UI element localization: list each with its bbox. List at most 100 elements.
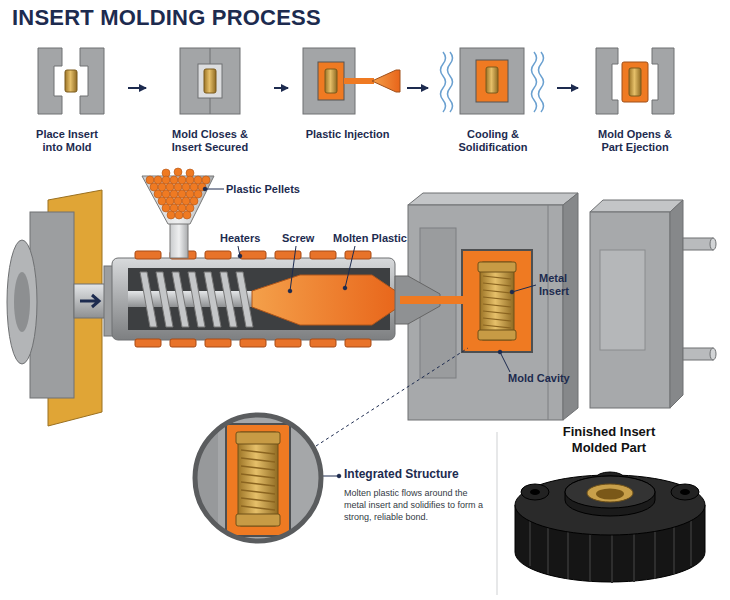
step-icon-eject xyxy=(596,48,674,114)
part-boss xyxy=(565,476,655,516)
molded-part xyxy=(622,62,648,102)
mold-half xyxy=(652,48,674,114)
plastic-pellets xyxy=(190,197,198,205)
step-caption: Plastic Injection xyxy=(290,128,405,141)
mold-top xyxy=(590,200,683,212)
part-ribs xyxy=(611,534,613,583)
guide-pin xyxy=(683,238,713,250)
part-ribs xyxy=(633,533,635,582)
part-ribs xyxy=(673,526,675,574)
leader-lines xyxy=(322,476,339,477)
heater-bands xyxy=(345,251,371,259)
leader-lines xyxy=(510,290,514,294)
heater-bands xyxy=(135,251,371,347)
cooling-wave xyxy=(532,52,537,112)
heater-bands xyxy=(240,251,266,259)
part-label: Mold Cavity xyxy=(508,372,588,385)
part-insert xyxy=(587,484,633,502)
zoom-threads xyxy=(241,490,275,494)
step-icon-cool xyxy=(441,48,544,114)
leader-lines xyxy=(345,246,355,288)
part-label: Molten Plastic xyxy=(333,232,423,245)
insert-threads xyxy=(483,318,511,321)
zoom-knurl xyxy=(236,514,280,526)
insert-threads xyxy=(483,311,511,314)
insert-threads xyxy=(483,290,511,293)
finished-part xyxy=(515,472,705,583)
cooling-wave xyxy=(539,52,544,112)
cooling-wave xyxy=(448,52,453,112)
plastic-pellets xyxy=(174,183,182,191)
plastic-pellets xyxy=(178,190,186,198)
mold-cavity xyxy=(462,250,532,352)
flow-arrow xyxy=(557,87,578,89)
mold-half xyxy=(38,48,62,114)
insert-knurl xyxy=(478,330,516,340)
part-ribs xyxy=(529,520,531,566)
plastic-pellets xyxy=(167,211,175,219)
plastic-pellets xyxy=(198,183,206,191)
guide-pin-end xyxy=(710,348,716,360)
part-heading: Finished Insert Molded Part xyxy=(548,424,670,456)
insert-threads xyxy=(483,276,511,328)
mold-recess xyxy=(600,250,645,350)
zoom-threads xyxy=(241,466,275,470)
mold-front xyxy=(590,212,670,408)
step-icon-close xyxy=(180,48,240,114)
plastic-pellets xyxy=(150,183,158,191)
zoom-threads xyxy=(241,498,275,502)
heater-bands xyxy=(240,339,266,347)
plastic-pellets xyxy=(178,176,186,184)
heater-bands xyxy=(345,339,371,347)
process-step: Plastic Injection xyxy=(290,40,405,158)
cooling-wave xyxy=(441,52,446,112)
heater-bands xyxy=(135,251,161,259)
plastic-pellets xyxy=(190,183,198,191)
clamp-hub xyxy=(14,272,30,332)
leader-lines xyxy=(290,246,296,291)
divider xyxy=(497,432,498,595)
leader-lines xyxy=(203,187,207,191)
insert-threads xyxy=(483,276,511,279)
plastic-pellets xyxy=(170,176,178,184)
guide-pin xyxy=(683,348,713,360)
nozzle-flow xyxy=(372,70,400,92)
screw-flights xyxy=(156,272,173,327)
step-caption: Cooling & Solidification xyxy=(443,128,543,154)
flow-arrow xyxy=(407,87,428,89)
leader-lines xyxy=(337,474,341,478)
molten-plastic xyxy=(318,62,344,100)
insert-threads xyxy=(483,297,511,300)
direction-arrow xyxy=(80,295,99,307)
step-icon-inject xyxy=(303,48,400,114)
mold-front xyxy=(408,205,563,420)
brass-insert xyxy=(65,70,77,92)
diagram-title: INSERT MOLDING PROCESS xyxy=(12,5,321,31)
part-ribs xyxy=(690,520,692,566)
plastic-pellets xyxy=(174,197,182,205)
screw-flights xyxy=(140,272,253,327)
plastic-pellets xyxy=(186,176,194,184)
brass-insert xyxy=(325,69,337,93)
plastic-pellets xyxy=(166,183,174,191)
hopper-neck xyxy=(170,222,188,258)
step-caption: Mold Closes & Insert Secured xyxy=(160,128,260,154)
plastic-pellets xyxy=(182,183,190,191)
process-step: Mold Closes & Insert Secured xyxy=(148,40,272,158)
zoom-threads xyxy=(241,450,275,510)
leader-lines xyxy=(512,285,536,292)
zoom-threads xyxy=(241,450,275,454)
zoom-threads xyxy=(241,482,275,486)
part-boss-top xyxy=(565,476,655,508)
part-ribs xyxy=(547,526,549,574)
moving-mold-half xyxy=(590,200,716,408)
heater-bands xyxy=(275,339,301,347)
plastic-pellets xyxy=(202,176,210,184)
plastic-pellets xyxy=(154,176,162,184)
insert-hole xyxy=(596,489,624,500)
step-icon-place xyxy=(38,48,104,114)
mold-side xyxy=(563,193,578,420)
plastic-pellets xyxy=(186,190,194,198)
mold-half xyxy=(596,48,618,114)
part-ribs xyxy=(654,530,656,579)
